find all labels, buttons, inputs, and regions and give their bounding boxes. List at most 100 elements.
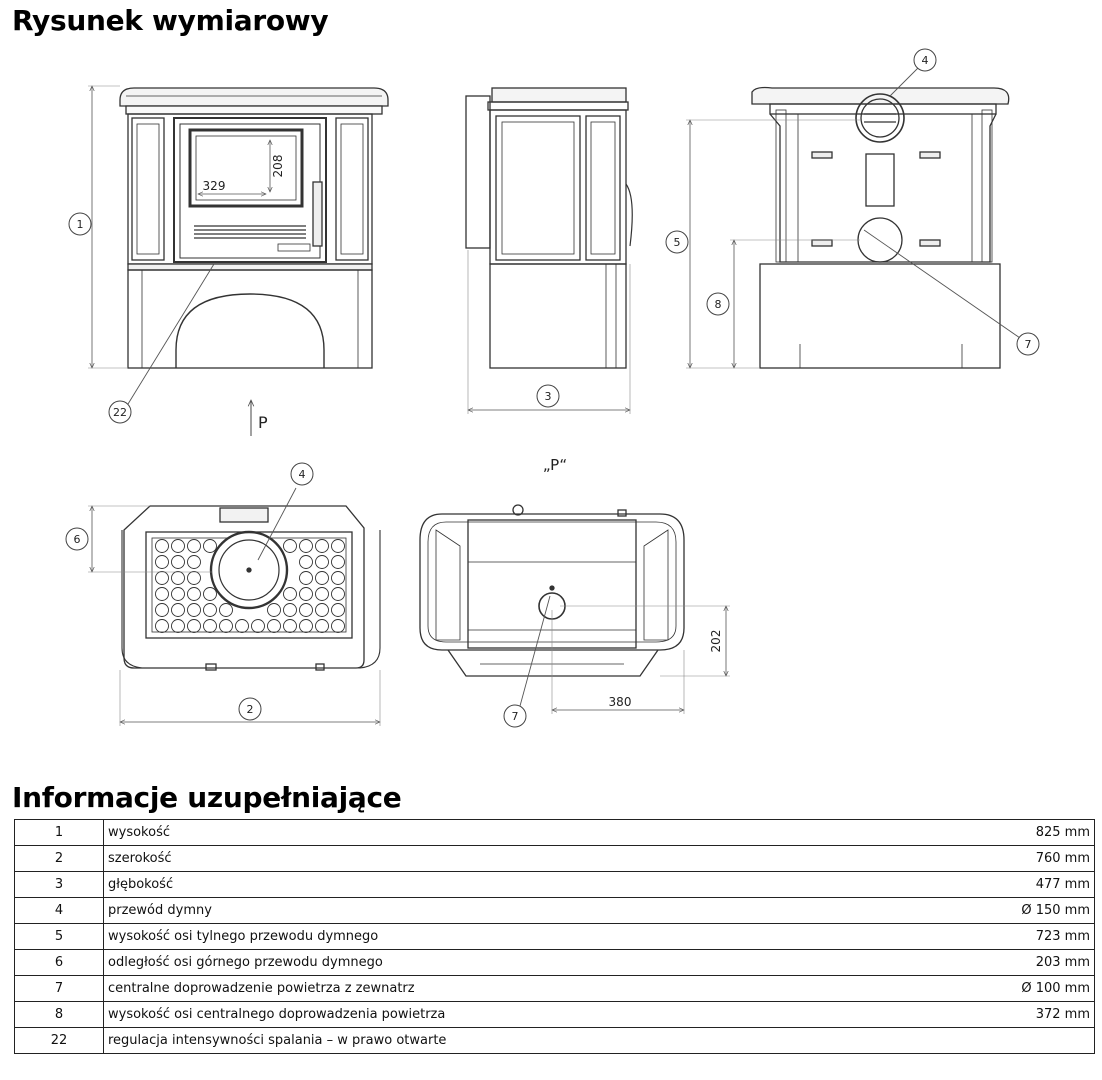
- row-number: 8: [14, 1001, 104, 1028]
- row-number: 3: [14, 871, 104, 898]
- row-number: 1: [14, 819, 104, 846]
- grate-hole: [219, 603, 233, 617]
- grate-hole: [171, 571, 185, 585]
- grate-hole: [267, 603, 281, 617]
- row-description: wysokość osi tylnego przewodu dymnego: [103, 923, 966, 950]
- bottom-view: [419, 504, 730, 714]
- top-view: [88, 487, 380, 726]
- grate-hole: [203, 587, 217, 601]
- grate-hole: [171, 603, 185, 617]
- row-number: 22: [14, 1027, 104, 1054]
- grate-hole: [235, 619, 249, 633]
- callout-3-label: 3: [545, 390, 552, 403]
- callout-8-circle: [706, 292, 730, 316]
- grate-hole: [331, 603, 345, 617]
- grate-hole: [187, 619, 201, 633]
- grate-hole: [331, 619, 345, 633]
- drawing-title: Rysunek wymiarowy: [12, 4, 329, 37]
- row-value: 760 mm: [966, 845, 1095, 872]
- grate-hole: [315, 587, 329, 601]
- callout-2-circle: [238, 697, 262, 721]
- grate-hole: [155, 603, 169, 617]
- grate-hole: [299, 603, 313, 617]
- dimension-drawing: 329 208 P: [65, 48, 1040, 728]
- grate-hole: [299, 539, 313, 553]
- callout-8-label: 8: [715, 298, 722, 311]
- grate-hole: [187, 603, 201, 617]
- rear-view: [686, 65, 1021, 369]
- row-description: wysokość osi centralnego doprowadzenia p…: [103, 1001, 966, 1028]
- grate-hole: [187, 555, 201, 569]
- grate-hole: [171, 539, 185, 553]
- row-description: szerokość: [103, 845, 966, 872]
- row-value: 203 mm: [966, 949, 1095, 976]
- row-description: odległość osi górnego przewodu dymnego: [103, 949, 966, 976]
- air-offset-label: 380: [609, 695, 632, 709]
- callout-4-label-top: 4: [299, 468, 306, 481]
- grate-hole: [171, 555, 185, 569]
- row-description: głębokość: [103, 871, 966, 898]
- row-value: 723 mm: [966, 923, 1095, 950]
- callout-6-label: 6: [74, 533, 81, 546]
- grate-hole: [219, 619, 233, 633]
- grate-hole: [299, 555, 313, 569]
- callout-7-label-bottom: 7: [512, 710, 519, 723]
- grate-hole: [187, 571, 201, 585]
- row-description: przewód dymny: [103, 897, 966, 924]
- row-value: Ø 150 mm: [966, 897, 1095, 924]
- callout-1-label: 1: [77, 218, 84, 231]
- row-value: 477 mm: [966, 871, 1095, 898]
- grate-hole: [283, 603, 297, 617]
- grate-hole: [155, 619, 169, 633]
- grate-hole: [299, 571, 313, 585]
- callout-7-circle-rear: [1016, 332, 1040, 356]
- row-description: regulacja intensywności spalania – w pra…: [103, 1027, 966, 1054]
- callout-2-label: 2: [247, 703, 254, 716]
- row-number: 2: [14, 845, 104, 872]
- grate-hole: [283, 539, 297, 553]
- row-value: 372 mm: [966, 1001, 1095, 1028]
- row-number: 5: [14, 923, 104, 950]
- callout-22-label: 22: [113, 406, 127, 419]
- grate-hole: [203, 603, 217, 617]
- row-number: 4: [14, 897, 104, 924]
- grate-hole: [315, 555, 329, 569]
- grate-hole: [155, 555, 169, 569]
- grate-hole: [155, 587, 169, 601]
- door-height-label: 208: [271, 155, 285, 178]
- grate-hole: [315, 603, 329, 617]
- grate-hole: [315, 619, 329, 633]
- grate-hole: [283, 587, 297, 601]
- row-number: 6: [14, 949, 104, 976]
- grate-hole: [187, 539, 201, 553]
- row-value: 825 mm: [966, 819, 1095, 846]
- callout-4-circle-top: [290, 462, 314, 486]
- grate-hole: [155, 571, 169, 585]
- row-number: 7: [14, 975, 104, 1002]
- grate-hole: [299, 619, 313, 633]
- air-height-label: 202: [709, 630, 723, 653]
- info-title: Informacje uzupełniające: [12, 781, 402, 814]
- row-value: [966, 1027, 1095, 1054]
- callout-22-circle: [108, 400, 132, 424]
- view-arrow-label: P: [258, 413, 268, 432]
- callout-1-circle: [68, 212, 92, 236]
- grate-hole: [251, 619, 265, 633]
- callout-4-circle: [913, 48, 937, 72]
- grate-hole: [155, 539, 169, 553]
- grate-hole: [331, 555, 345, 569]
- grate-hole: [267, 619, 281, 633]
- grate-hole: [331, 539, 345, 553]
- grate-hole: [283, 619, 297, 633]
- grate-hole: [331, 587, 345, 601]
- callout-7-label-rear: 7: [1025, 338, 1032, 351]
- side-view: [465, 87, 633, 414]
